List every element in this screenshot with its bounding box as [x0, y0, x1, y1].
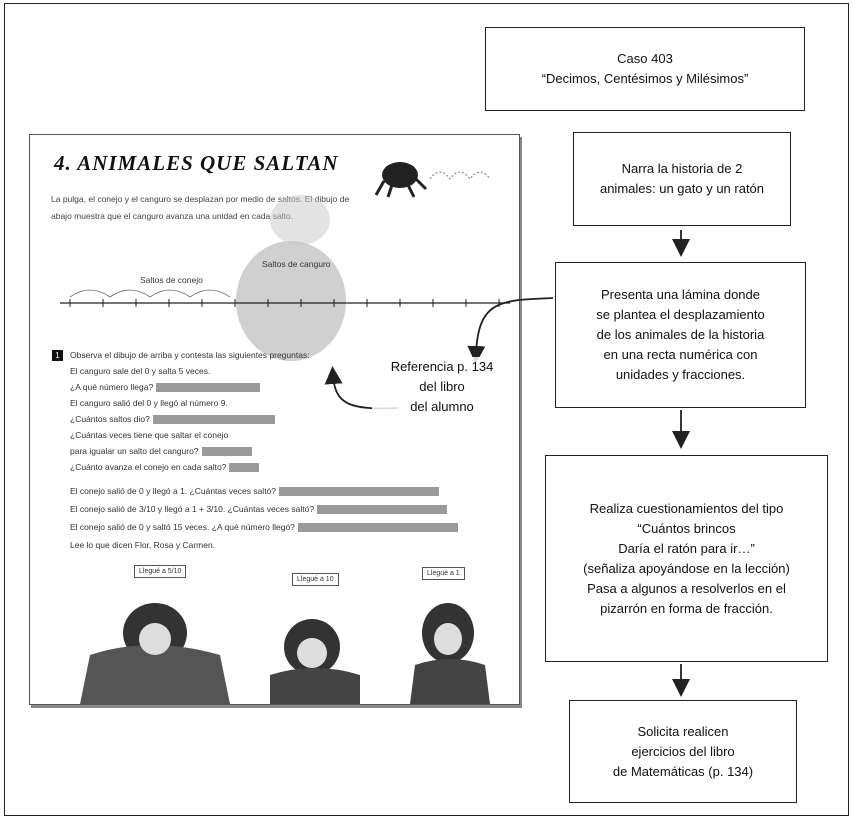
question-line: El canguro salió del 0 y llegó al número… — [70, 398, 228, 408]
textbook-intro: La pulga, el conejo y el canguro se desp… — [51, 194, 350, 221]
number-line — [60, 289, 510, 307]
curved-arrow-to-lamina — [467, 297, 554, 364]
question-line: Lee lo que dicen Flor, Rosa y Carmen. — [70, 540, 216, 550]
speech-sticker: Llegué a 1 — [422, 567, 465, 580]
question-line: ¿Cuántas veces tiene que saltar el conej… — [70, 430, 229, 440]
children-illustration — [80, 603, 490, 704]
step-box-3: Realiza cuestionamientos del tipo “Cuánt… — [545, 455, 828, 662]
step-box-2: Presenta una lámina donde se plantea el … — [555, 262, 806, 408]
reference-note: Referencia p. 134 del libro del alumno — [372, 357, 512, 417]
textbook-page-scan: 4. ANIMALES QUE SALTAN La pulga, el cone… — [29, 134, 520, 705]
step-box-1: Narra la historia de 2 animales: un gato… — [573, 132, 791, 226]
label-conejo: Saltos de conejo — [140, 275, 203, 285]
speech-sticker: Llegué a 5/10 — [134, 565, 187, 578]
question-line: El conejo salió de 0 y saltó 15 veces. ¿… — [70, 522, 458, 533]
textbook-title: 4. ANIMALES QUE SALTAN — [54, 151, 339, 175]
scan-smudge — [236, 241, 346, 361]
question-line: para igualar un salto del canguro? — [70, 446, 252, 457]
question-line: ¿A qué número llega? — [70, 382, 261, 393]
question-line: El canguro sale del 0 y salta 5 veces. — [70, 366, 211, 376]
label-canguro: Saltos de canguro — [262, 259, 331, 269]
caso-title-box: Caso 403 “Decimos, Centésimos y Milésimo… — [485, 27, 805, 111]
question-intro: Observa el dibujo de arriba y contesta l… — [70, 350, 310, 360]
question-badge: 1 — [52, 350, 63, 361]
question-line: ¿Cuántos saltos dio? — [70, 414, 275, 425]
step-box-4: Solicita realicen ejercicios del libro d… — [569, 700, 797, 803]
figure-frame — [4, 3, 849, 816]
question-line: El conejo salió de 3/10 y llegó a 1 + 3/… — [70, 504, 448, 515]
insect-illustration — [374, 162, 491, 198]
scan-smudge — [270, 195, 330, 245]
question-line: El conejo salió de 0 y llegó a 1. ¿Cuánt… — [70, 486, 440, 497]
speech-sticker: Llegué a 10 — [292, 573, 339, 586]
question-line: ¿Cuánto avanza el conejo en cada salto? — [70, 462, 260, 473]
